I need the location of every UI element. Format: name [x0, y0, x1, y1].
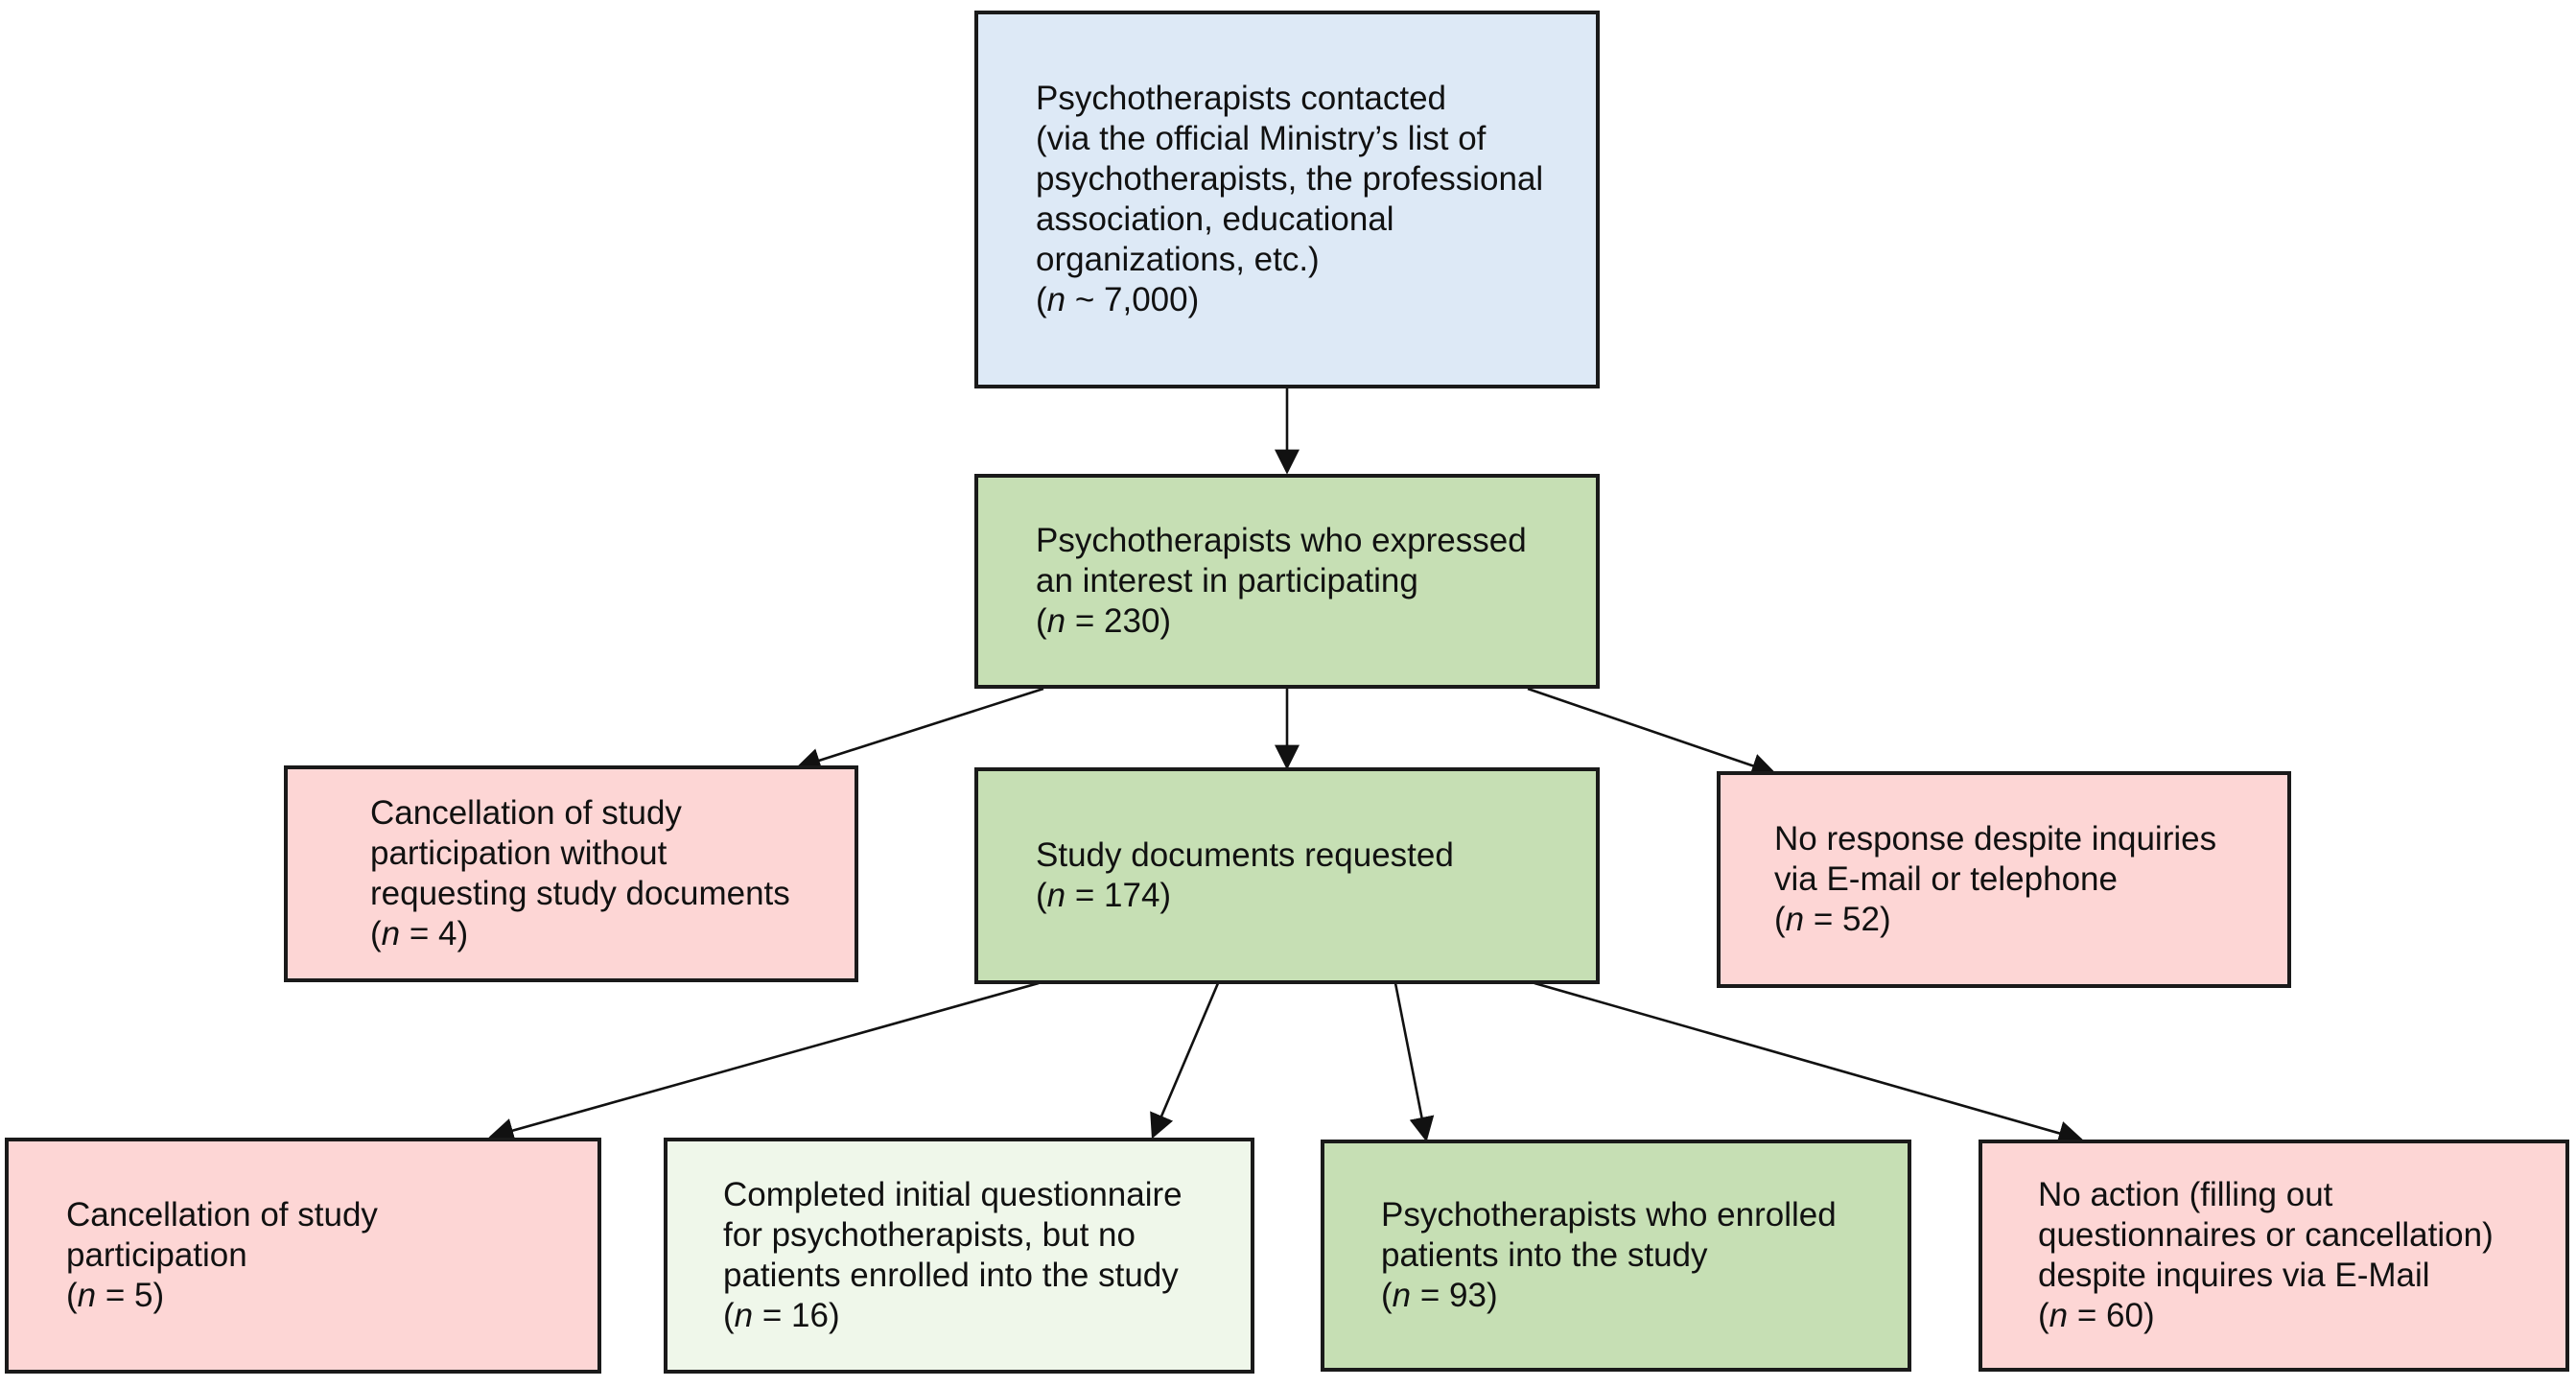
n-symbol: n	[381, 915, 401, 952]
node-cancel-participation: Cancellation of study participation (n =…	[5, 1138, 601, 1374]
n-value: = 16)	[753, 1297, 840, 1334]
arrow-interested-to-no-response	[1527, 687, 1777, 778]
node-line: No response despite inquiries	[1774, 820, 2217, 858]
n-symbol: n	[1046, 281, 1066, 318]
node-line: patients into the study	[1381, 1236, 1708, 1274]
node-line: No action (filling out	[2038, 1176, 2333, 1213]
node-line: participation without	[370, 835, 667, 872]
node-contacted-text: Psychotherapists contacted (via the offi…	[1036, 79, 1543, 320]
arrow-docs-to-no-action	[1534, 981, 2084, 1146]
node-no-response: No response despite inquiries via E-mail…	[1717, 771, 2291, 988]
node-enrolled-text: Psychotherapists who enrolled patients i…	[1381, 1195, 1837, 1316]
n-symbol: n	[1046, 602, 1066, 640]
node-no-response-text: No response despite inquiries via E-mail…	[1774, 819, 2216, 940]
n-value: = 230)	[1066, 602, 1172, 640]
node-contacted: Psychotherapists contacted (via the offi…	[974, 11, 1600, 388]
arrow-docs-to-cancel-participation	[488, 981, 1040, 1143]
node-line: via E-mail or telephone	[1774, 860, 2118, 898]
node-docs-requested: Study documents requested (n = 174)	[974, 767, 1600, 984]
n-value: = 52)	[1804, 901, 1891, 938]
node-line: patients enrolled into the study	[723, 1257, 1179, 1294]
n-value: = 93)	[1411, 1277, 1498, 1314]
node-count: (n = 230)	[1036, 602, 1172, 640]
node-count: (n = 5)	[66, 1277, 165, 1314]
node-line: questionnaires or cancellation)	[2038, 1216, 2494, 1254]
node-line: despite inquires via E-Mail	[2038, 1257, 2430, 1294]
node-line: Study documents requested	[1036, 836, 1454, 874]
node-count: (n = 16)	[723, 1297, 840, 1334]
n-symbol: n	[734, 1297, 754, 1334]
node-enrolled: Psychotherapists who enrolled patients i…	[1321, 1140, 1911, 1372]
node-line: participation	[66, 1236, 247, 1274]
n-symbol: n	[1046, 877, 1066, 914]
node-cancel-without-docs-text: Cancellation of study participation with…	[370, 793, 790, 954]
node-line: (via the official Ministry’s list of	[1036, 120, 1487, 157]
node-line: Cancellation of study	[66, 1196, 378, 1234]
node-initial-questionnaire: Completed initial questionnaire for psyc…	[664, 1138, 1254, 1374]
n-value: = 60)	[2068, 1297, 2155, 1334]
node-no-action: No action (filling out questionnaires or…	[1979, 1140, 2569, 1372]
node-docs-requested-text: Study documents requested (n = 174)	[1036, 835, 1454, 916]
node-line: Cancellation of study	[370, 794, 682, 832]
node-interested-text: Psychotherapists who expressed an intere…	[1036, 521, 1527, 642]
node-count: (n ~ 7,000)	[1036, 281, 1200, 318]
n-symbol: n	[2049, 1297, 2069, 1334]
node-count: (n = 52)	[1774, 901, 1891, 938]
n-symbol: n	[1392, 1277, 1412, 1314]
arrow-interested-to-cancel-without-docs	[795, 687, 1044, 773]
node-line: Completed initial questionnaire	[723, 1176, 1183, 1213]
node-interested: Psychotherapists who expressed an intere…	[974, 474, 1600, 689]
arrow-docs-to-initial-questionnaire	[1150, 982, 1220, 1140]
arrow-docs-to-enrolled	[1393, 982, 1435, 1142]
node-count: (n = 174)	[1036, 877, 1172, 914]
n-symbol: n	[77, 1277, 97, 1314]
node-no-action-text: No action (filling out questionnaires or…	[2038, 1175, 2494, 1336]
node-initial-questionnaire-text: Completed initial questionnaire for psyc…	[723, 1175, 1183, 1336]
n-value: = 5)	[96, 1277, 165, 1314]
node-count: (n = 93)	[1381, 1277, 1498, 1314]
n-value: ~ 7,000)	[1066, 281, 1200, 318]
node-line: psychotherapists, the professional	[1036, 160, 1544, 198]
node-line: for psychotherapists, but no	[723, 1216, 1136, 1254]
n-value: = 174)	[1066, 877, 1172, 914]
node-line: association, educational	[1036, 200, 1394, 238]
node-line: Psychotherapists who expressed	[1036, 522, 1527, 559]
node-line: an interest in participating	[1036, 562, 1418, 599]
node-line: Psychotherapists who enrolled	[1381, 1196, 1837, 1234]
n-symbol: n	[1785, 901, 1805, 938]
node-cancel-without-docs: Cancellation of study participation with…	[284, 765, 858, 982]
node-line: Psychotherapists contacted	[1036, 80, 1447, 117]
n-value: = 4)	[400, 915, 469, 952]
node-cancel-participation-text: Cancellation of study participation (n =…	[66, 1195, 378, 1316]
node-count: (n = 4)	[370, 915, 469, 952]
node-count: (n = 60)	[2038, 1297, 2155, 1334]
node-line: requesting study documents	[370, 875, 790, 912]
node-line: organizations, etc.)	[1036, 241, 1320, 278]
